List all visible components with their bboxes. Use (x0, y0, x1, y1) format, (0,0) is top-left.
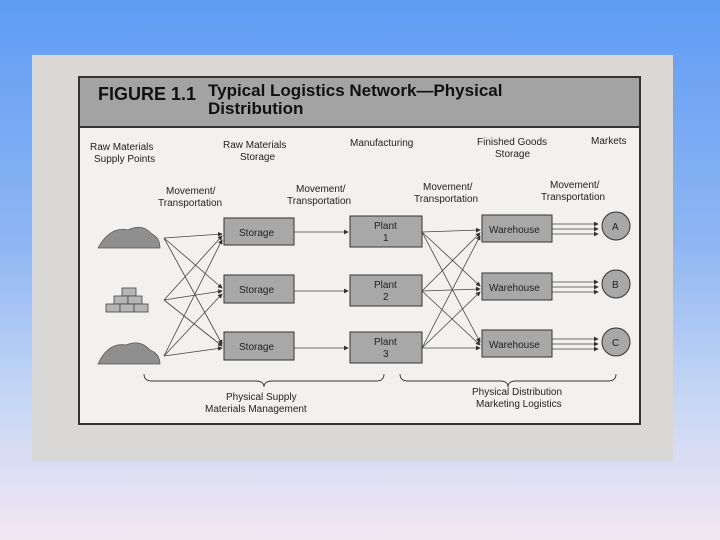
group-left-line1: Physical Supply (226, 392, 297, 403)
figure-title-line-1: Typical Logistics Network—Physical (208, 81, 503, 100)
warehouse-label-1: Warehouse (489, 225, 540, 236)
supply-bracket (143, 373, 385, 388)
movement-label-3-line1: Movement/ (423, 182, 473, 193)
distribution-bracket (399, 373, 617, 388)
storage-label-2: Storage (239, 285, 274, 296)
movement-label-3-line2: Transportation (414, 194, 478, 205)
market-c-circle (601, 327, 631, 357)
pile-icon-1 (97, 226, 161, 249)
warehouse-box-1 (481, 214, 553, 243)
group-left-line2: Materials Management (205, 404, 307, 415)
connection-arrows (163, 221, 599, 357)
figure-label: FIGURE 1.1 (98, 84, 197, 104)
warehouse-label-2: Warehouse (489, 283, 540, 294)
warehouse-box-2 (481, 272, 553, 301)
figure-header: FIGURE 1.1 Typical Logistics Network—Phy… (80, 78, 639, 128)
stage-raw-supply-line2: Supply Points (94, 154, 155, 165)
plant-1-label: Plant (374, 221, 397, 232)
storage-box-3 (223, 331, 295, 361)
stage-manufacturing: Manufacturing (350, 138, 413, 149)
movement-label-1-line1: Movement/ (166, 186, 216, 197)
figure-title: Typical Logistics Network—Physical Distr… (208, 82, 628, 118)
plant-2-label: Plant (374, 280, 397, 291)
market-b-circle (601, 269, 631, 299)
network-diagram: Raw Materials Supply Points Raw Material… (90, 136, 631, 415)
plant-box-2 (349, 274, 423, 307)
market-a-label: A (612, 222, 619, 233)
group-right-line1: Physical Distribution (472, 387, 562, 398)
movement-label-1-line2: Transportation (158, 198, 222, 209)
stage-finished-storage-line2: Storage (495, 149, 530, 160)
warehouse-box-3 (481, 329, 553, 358)
stage-finished-storage-line1: Finished Goods (477, 137, 547, 148)
movement-label-4-line1: Movement/ (550, 180, 600, 191)
storage-label-3: Storage (239, 342, 274, 353)
bricks-icon (105, 287, 149, 313)
storage-label-1: Storage (239, 228, 274, 239)
logistics-figure: FIGURE 1.1 Typical Logistics Network—Phy… (78, 76, 641, 425)
storage-box-1 (223, 217, 295, 246)
movement-label-2-line1: Movement/ (296, 184, 346, 195)
movement-label-2-line2: Transportation (287, 196, 351, 207)
market-b-label: B (612, 280, 619, 291)
stage-markets: Markets (591, 136, 627, 147)
plant-1-number: 1 (383, 233, 389, 244)
stage-raw-supply-line1: Raw Materials (90, 142, 153, 153)
group-right-line2: Marketing Logistics (476, 399, 562, 410)
pile-icon-2 (97, 342, 161, 365)
figure-title-line-2: Distribution (208, 99, 304, 118)
plant-box-1 (349, 215, 423, 248)
storage-box-2 (223, 274, 295, 304)
plant-2-number: 2 (383, 292, 389, 303)
stage-raw-storage-line1: Raw Materials (223, 140, 286, 151)
stage-raw-storage-line2: Storage (240, 152, 275, 163)
plant-3-number: 3 (383, 349, 389, 360)
market-a-circle (601, 211, 631, 241)
plant-box-3 (349, 331, 423, 364)
market-c-label: C (612, 338, 619, 349)
warehouse-label-3: Warehouse (489, 340, 540, 351)
plant-3-label: Plant (374, 337, 397, 348)
movement-label-4-line2: Transportation (541, 192, 605, 203)
